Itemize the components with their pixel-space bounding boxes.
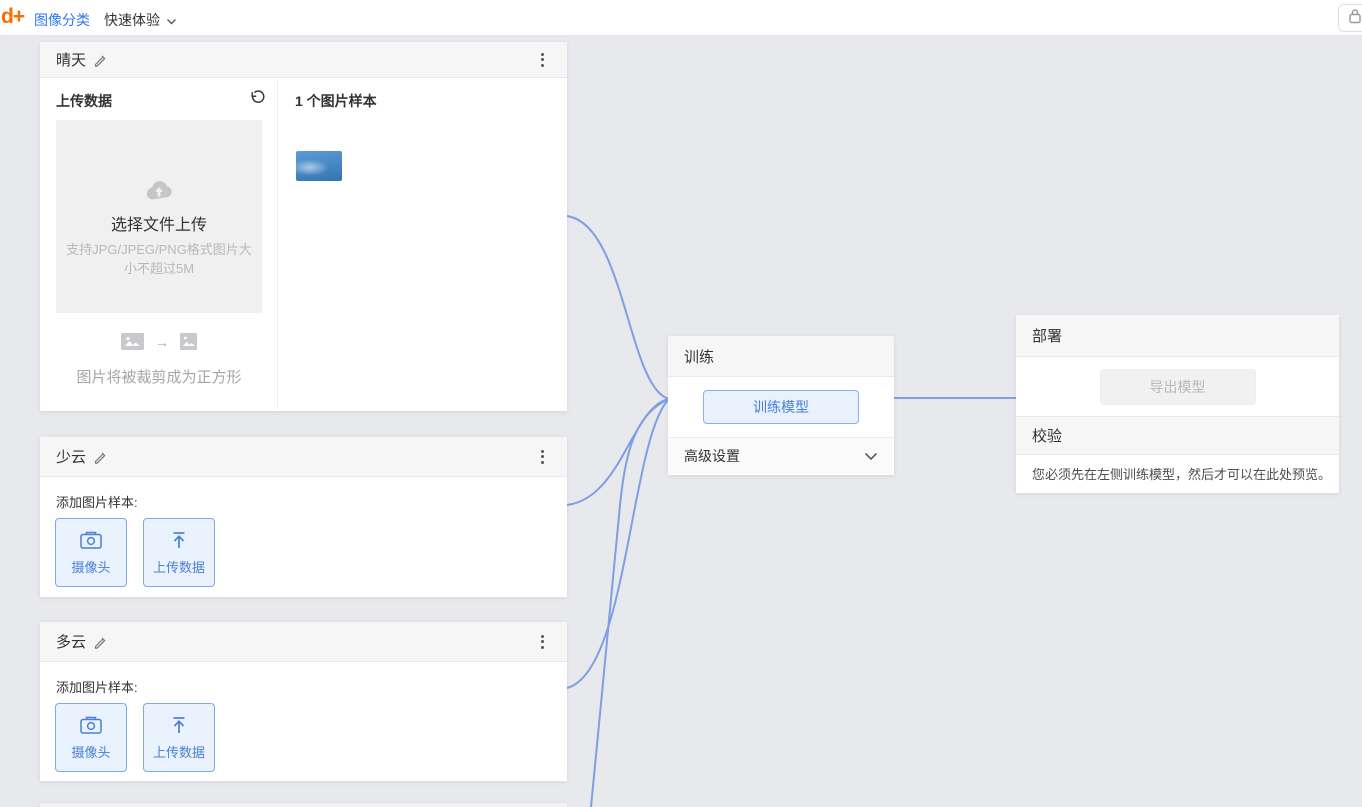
validate-title: 校验 <box>1032 428 1063 445</box>
upload-button-label: 上传数据 <box>152 744 205 760</box>
class-name: 晴天 <box>56 52 87 69</box>
nav-right-button[interactable] <box>1338 4 1362 32</box>
camera-icon <box>79 530 103 553</box>
undo-icon[interactable] <box>249 89 266 110</box>
card-menu-kebab-icon[interactable] <box>535 449 549 465</box>
upload-data-button[interactable]: 上传数据 <box>143 703 215 772</box>
image-placeholder-square-icon <box>180 333 198 354</box>
class-name: 多云 <box>56 634 87 651</box>
advanced-settings-label: 高级设置 <box>684 448 740 464</box>
sample-thumbnail[interactable] <box>296 151 342 181</box>
class-name: 少云 <box>56 449 87 466</box>
lock-icon <box>1348 8 1362 29</box>
chevron-down-icon[interactable] <box>166 13 177 31</box>
upload-section-title: 上传数据 <box>56 93 112 109</box>
deploy-card-body: 导出模型 <box>1016 357 1339 416</box>
class-card-body: 上传数据 1 个图片样本 选择文件上传 支持JPG/JPEG/PNG格式图片大小… <box>40 78 567 410</box>
crop-note: 图片将被裁剪成为正方形 <box>76 369 242 386</box>
crop-hint-icons: → <box>56 333 262 355</box>
upload-arrow-icon <box>168 715 190 738</box>
deploy-title: 部署 <box>1032 328 1063 345</box>
upload-data-button[interactable]: 上传数据 <box>143 518 215 587</box>
class-card-header: 多云 <box>40 622 567 662</box>
validate-message: 您必须先在左侧训练模型，然后才可以在此处预览。 <box>1032 466 1332 482</box>
class-card-header: 晴天 <box>40 42 567 78</box>
add-samples-label: 添加图片样本: <box>56 680 138 695</box>
nav-link-image-classification[interactable]: 图像分类 <box>34 12 90 28</box>
sample-count-label: 1 个图片样本 <box>295 93 377 109</box>
connector-sunny-to-train <box>566 215 670 400</box>
connector-few-to-train <box>566 398 670 506</box>
image-placeholder-wide-icon <box>120 333 148 354</box>
deploy-card: 部署 导出模型 校验 您必须先在左侧训练模型，然后才可以在此处预览。 <box>1016 315 1339 493</box>
training-card-header: 训练 <box>668 336 894 377</box>
class-card-peek <box>40 803 567 807</box>
dropzone-note: 支持JPG/JPEG/PNG格式图片大小不超过5M <box>66 242 252 276</box>
chevron-down-icon <box>864 449 878 467</box>
top-navbar: d+ 图像分类 快速体验 <box>0 0 1362 36</box>
export-model-button[interactable]: 导出模型 <box>1099 368 1256 405</box>
camera-button-label: 摄像头 <box>71 744 111 760</box>
card-menu-kebab-icon[interactable] <box>535 52 549 68</box>
camera-icon <box>79 715 103 738</box>
training-card: 训练 训练模型 高级设置 <box>668 336 894 475</box>
class-card-few-clouds: 少云 添加图片样本: 摄像头 <box>40 437 567 597</box>
add-samples-label: 添加图片样本: <box>56 495 138 510</box>
training-title: 训练 <box>684 348 715 366</box>
camera-button-label: 摄像头 <box>71 559 111 575</box>
cloud-upload-icon <box>56 180 262 205</box>
training-card-body: 训练模型 <box>668 377 894 437</box>
validate-section-header: 校验 <box>1016 416 1339 455</box>
arrow-right-icon: → <box>155 334 169 350</box>
card-menu-kebab-icon[interactable] <box>535 634 549 650</box>
edit-pencil-icon[interactable] <box>93 53 107 67</box>
file-dropzone[interactable]: 选择文件上传 支持JPG/JPEG/PNG格式图片大小不超过5M <box>56 120 262 313</box>
connector-offscreen-to-train <box>590 398 670 807</box>
dropzone-cta: 选择文件上传 <box>110 217 207 234</box>
train-model-button[interactable]: 训练模型 <box>703 390 859 424</box>
nav-menu-quick-experience[interactable]: 快速体验 <box>104 12 160 28</box>
edit-pencil-icon[interactable] <box>93 635 107 649</box>
upload-arrow-icon <box>168 530 190 553</box>
advanced-settings-row[interactable]: 高级设置 <box>668 437 894 474</box>
class-card-cloudy: 多云 添加图片样本: 摄像头 <box>40 622 567 781</box>
upload-button-label: 上传数据 <box>152 559 205 575</box>
class-card-header: 少云 <box>40 437 567 477</box>
class-card-sunny: 晴天 上传数据 1 个图片样本 选择文件上传 支 <box>40 42 567 411</box>
column-divider <box>277 78 278 410</box>
camera-button[interactable]: 摄像头 <box>55 518 127 587</box>
camera-button[interactable]: 摄像头 <box>55 703 127 772</box>
edit-pencil-icon[interactable] <box>93 450 107 464</box>
deploy-card-header: 部署 <box>1016 315 1339 357</box>
connector-many-to-train <box>566 398 670 689</box>
brand-logo: d+ <box>1 5 25 28</box>
